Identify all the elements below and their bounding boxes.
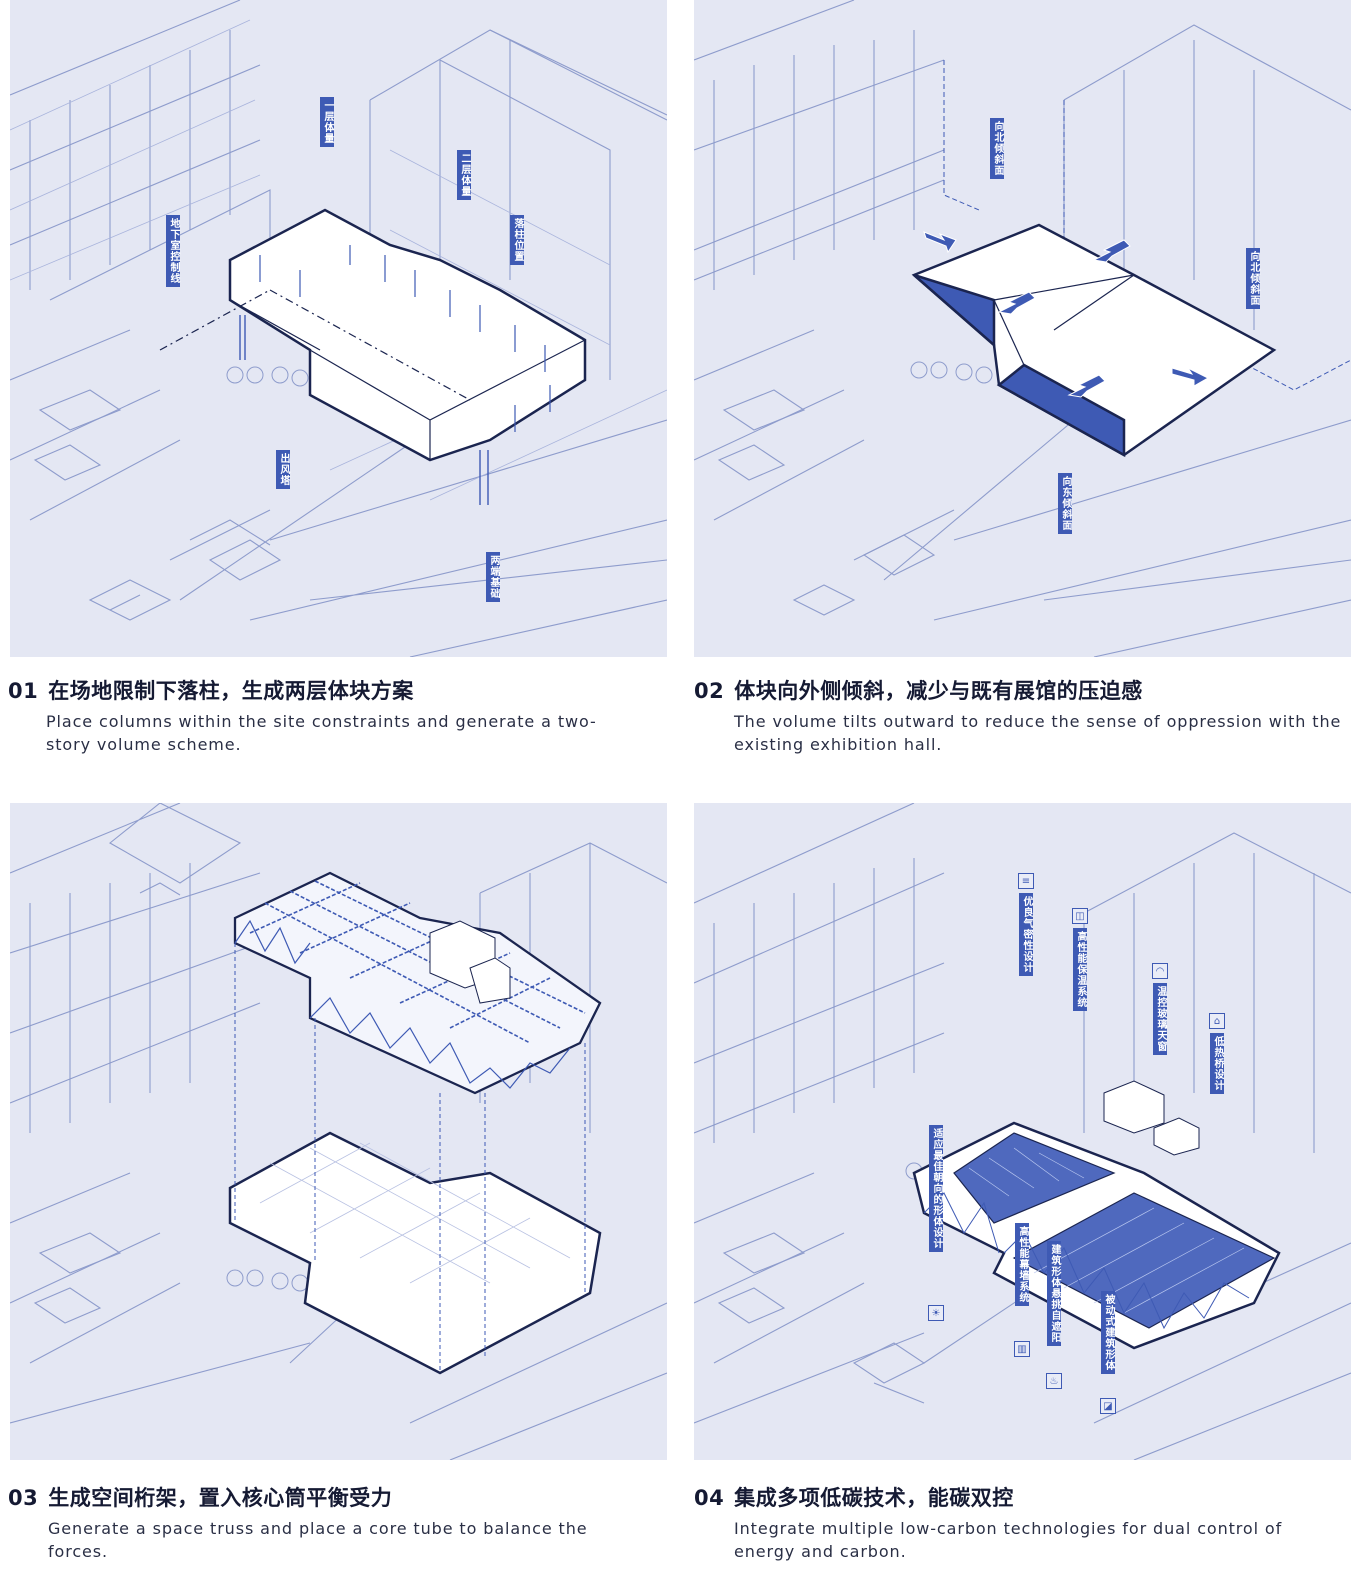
label-curtain-wall-system: 高性能幕墙系统 xyxy=(1015,1223,1029,1306)
step-number: 02 xyxy=(694,679,725,703)
curtain-wall-icon: ▥ xyxy=(1014,1341,1030,1357)
caption-3: 03 生成空间桁架，置入核心筒平衡受力 Generate a space trus… xyxy=(8,1482,658,1563)
label-cantilever-shading: 建筑形体悬挑自遮阳 xyxy=(1047,1241,1061,1346)
airtight-icon: ≡ xyxy=(1018,873,1034,889)
label-air-outlet-tower: 出风塔 xyxy=(276,450,290,489)
thermometer-icon: ♨ xyxy=(1046,1373,1062,1389)
step-title: 生成空间桁架，置入核心筒平衡受力 xyxy=(48,1486,393,1510)
label-airtight-design: 优良气密性设计 xyxy=(1019,893,1033,976)
label-insulation-system: 高性能保温系统 xyxy=(1073,928,1087,1011)
skylight-icon: ◠ xyxy=(1152,963,1168,979)
step-title: 集成多项低碳技术，能碳双控 xyxy=(734,1486,1014,1510)
label-end-foundations: 两端基础 xyxy=(486,552,500,602)
label-column-position: 落柱位置 xyxy=(510,215,524,265)
caption-2-title: 02 体块向外侧倾斜，减少与既有展馆的压迫感 xyxy=(694,675,1354,705)
label-skylight: 温控玻璃天窗 xyxy=(1153,983,1167,1055)
passive-form-icon: ◪ xyxy=(1100,1398,1116,1414)
house-icon: ⌂ xyxy=(1209,1013,1225,1029)
label-orientation-form: 适应最佳朝向的形体设计 xyxy=(929,1125,943,1252)
label-second-floor-volume: 二层体量 xyxy=(457,150,471,200)
step-number: 04 xyxy=(694,1486,725,1510)
step-title: 在场地限制下落柱，生成两层体块方案 xyxy=(48,679,414,703)
caption-3-description: Generate a space truss and place a core … xyxy=(48,1519,588,1561)
caption-4-description: Integrate multiple low-carbon technologi… xyxy=(734,1519,1283,1561)
sun-icon: ☀ xyxy=(928,1305,944,1321)
site-axonometric-4 xyxy=(694,803,1351,1460)
site-axonometric-2 xyxy=(694,0,1351,657)
caption-2: 02 体块向外侧倾斜，减少与既有展馆的压迫感 The volume tilts o… xyxy=(694,675,1354,756)
insulation-icon: ◫ xyxy=(1072,908,1088,924)
caption-1-description: Place columns within the site constraint… xyxy=(46,712,597,754)
step-number: 03 xyxy=(8,1486,39,1510)
diagram-panel-1: 一层体量 二层体量 地下室控制线 落柱位置 出风塔 两端基础 xyxy=(10,0,667,657)
step-number: 01 xyxy=(8,679,39,703)
diagram-panel-4: ≡ ◫ ◠ ⌂ ☀ ▥ ♨ ◪ 优良气密性设计 高性能保温系统 温控玻璃天窗 低… xyxy=(694,803,1351,1460)
caption-4: 04 集成多项低碳技术，能碳双控 Integrate multiple low-c… xyxy=(694,1482,1354,1563)
diagram-panel-3 xyxy=(10,803,667,1460)
label-low-thermal-bridge: 低热桥设计 xyxy=(1210,1033,1224,1094)
caption-2-description: The volume tilts outward to reduce the s… xyxy=(734,712,1342,754)
label-north-slope-right: 向北倾斜面 xyxy=(1246,248,1260,309)
step-title: 体块向外侧倾斜，减少与既有展馆的压迫感 xyxy=(734,679,1143,703)
label-passive-form: 被动式建筑形体 xyxy=(1101,1291,1115,1374)
label-basement-control-line: 地下室控制线 xyxy=(166,215,180,287)
diagram-panel-2: 向北倾斜面 向北倾斜面 向东倾斜面 xyxy=(694,0,1351,657)
caption-4-title: 04 集成多项低碳技术，能碳双控 xyxy=(694,1482,1354,1512)
caption-1: 01 在场地限制下落柱，生成两层体块方案 Place columns within… xyxy=(8,675,658,756)
label-first-floor-volume: 一层体量 xyxy=(320,97,334,147)
caption-3-title: 03 生成空间桁架，置入核心筒平衡受力 xyxy=(8,1482,658,1512)
label-north-slope-left: 向北倾斜面 xyxy=(990,118,1004,179)
caption-1-title: 01 在场地限制下落柱，生成两层体块方案 xyxy=(8,675,658,705)
site-axonometric-3 xyxy=(10,803,667,1460)
site-axonometric-1 xyxy=(10,0,667,657)
label-east-slope: 向东倾斜面 xyxy=(1058,473,1072,534)
